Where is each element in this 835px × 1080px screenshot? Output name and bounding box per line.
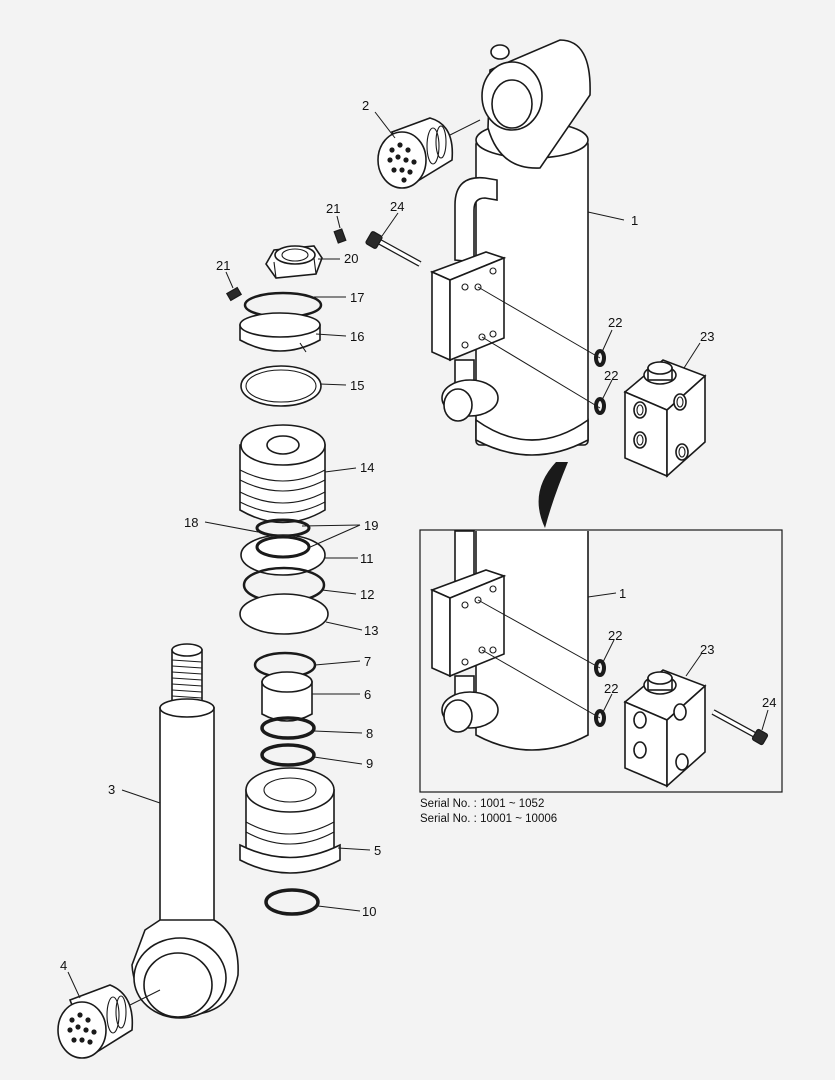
callout-4: 4: [60, 958, 67, 973]
ring-15: [240, 365, 322, 407]
rod-gland-5: [239, 767, 341, 874]
callout-22-d: 22: [604, 681, 618, 696]
callout-7: 7: [364, 654, 371, 669]
ring-8: [260, 716, 316, 740]
set-screw-21-top: [333, 228, 347, 244]
ring-11: [240, 534, 326, 576]
callout-22-c: 22: [608, 628, 622, 643]
callout-15: 15: [350, 378, 364, 393]
collar-16: [239, 312, 321, 353]
o-ring-22-bottom: [594, 397, 606, 415]
callout-22-a: 22: [608, 315, 622, 330]
callout-11: 11: [360, 551, 374, 566]
spherical-bearing-4: [57, 984, 161, 1059]
callout-18: 18: [184, 515, 198, 530]
lock-nut-20: [265, 245, 323, 279]
callout-21-left: 21: [216, 258, 230, 273]
callout-8: 8: [366, 726, 373, 741]
callout-13: 13: [364, 623, 378, 638]
serial-note-2: Serial No. : 10001 ~ 10006: [420, 813, 557, 825]
ring-10: [264, 888, 320, 916]
piston-14: [239, 424, 326, 524]
callout-19: 19: [364, 518, 378, 533]
serial-note-1: Serial No. : 1001 ~ 1052: [420, 798, 544, 810]
callout-21-top: 21: [326, 201, 340, 216]
callout-17: 17: [350, 290, 364, 305]
callout-23: 23: [700, 329, 714, 344]
callout-23-inset: 23: [700, 642, 714, 657]
o-ring-22-top: [594, 349, 606, 367]
callout-24-inset: 24: [762, 695, 776, 710]
bushing-6: [261, 671, 313, 722]
callout-9: 9: [366, 756, 373, 771]
valve-block-23: [623, 359, 707, 478]
callout-24: 24: [390, 199, 404, 214]
callout-10: 10: [362, 904, 376, 919]
ring-9: [260, 743, 316, 767]
callout-3: 3: [108, 782, 115, 797]
backup-ring-13: [239, 593, 329, 635]
callout-6: 6: [364, 687, 371, 702]
set-screw-21-left: [225, 286, 243, 302]
callout-22-b: 22: [604, 368, 618, 383]
inset-detail: [419, 529, 783, 793]
cylinder-body: [475, 39, 591, 456]
callout-12: 12: [360, 587, 374, 602]
manifold-block: [429, 176, 507, 422]
leader-lines: [67, 111, 769, 999]
callout-1-inset: 1: [619, 586, 626, 601]
spherical-bearing-2: [377, 117, 481, 189]
callout-14: 14: [360, 460, 374, 475]
callout-numbers: 1 2 3 4 5 6 7 8 9 10 11 12 13 14 15 16 1…: [60, 98, 776, 973]
callout-1: 1: [631, 213, 638, 228]
callout-2: 2: [362, 98, 369, 113]
bolt-24: [365, 231, 422, 267]
callout-5: 5: [374, 843, 381, 858]
view-arrow: [538, 462, 568, 528]
callout-20: 20: [344, 251, 358, 266]
piston-rod-3: [131, 643, 239, 1019]
callout-16: 16: [350, 329, 364, 344]
